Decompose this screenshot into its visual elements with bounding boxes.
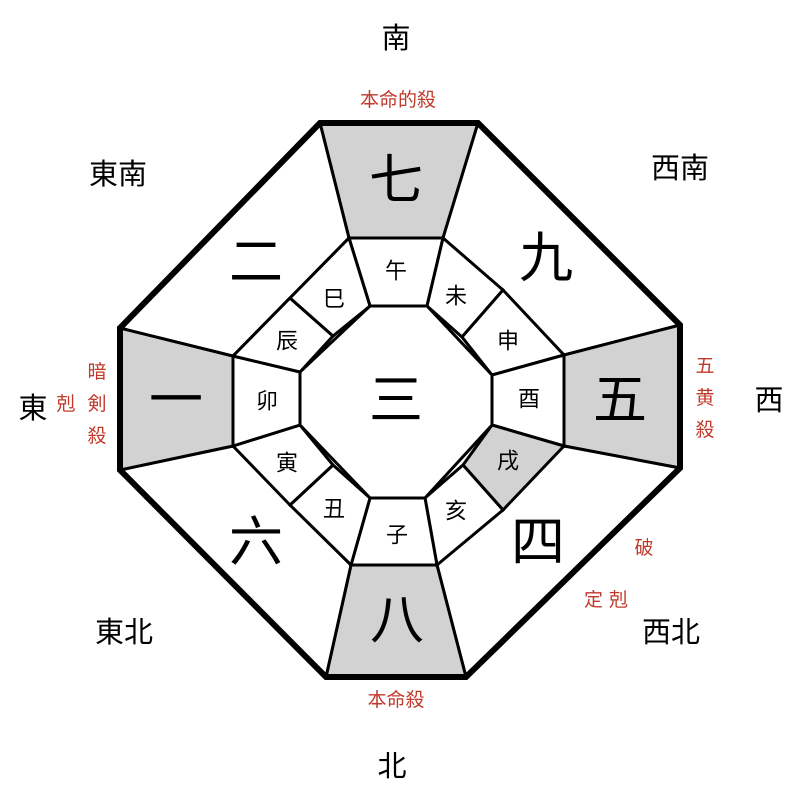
zodiac-saru: 申 — [497, 330, 519, 355]
annotation-west-3: 殺 — [695, 419, 714, 441]
zodiac-mi: 巳 — [323, 288, 345, 313]
zodiac-ring — [230, 235, 567, 568]
star-northeast: 六 — [229, 511, 283, 574]
zodiac-tora: 寅 — [276, 452, 298, 477]
star-northwest: 四 — [511, 511, 565, 574]
center-octagon — [298, 304, 494, 500]
zodiac-ne: 子 — [386, 524, 408, 549]
star-west: 五 — [593, 369, 647, 432]
annotation-east-2: 剣 — [87, 393, 106, 415]
zodiac-i: 亥 — [445, 500, 467, 525]
direction-southwest: 西南 — [651, 151, 709, 185]
annotation-northwest-1: 破 — [634, 537, 653, 559]
direction-south: 南 — [381, 21, 410, 55]
annotation-east-1: 暗 — [87, 361, 106, 383]
star-southeast: 二 — [229, 231, 283, 294]
direction-east: 東 — [18, 391, 47, 425]
annotation-east-4: 剋 — [56, 393, 75, 415]
zodiac-u: 卯 — [256, 390, 278, 415]
annotation-north: 本命殺 — [367, 689, 424, 711]
direction-northeast: 東北 — [95, 615, 153, 649]
star-east: 一 — [149, 369, 203, 432]
annotation-west-2: 黄 — [695, 387, 714, 409]
zodiac-ushi: 丑 — [323, 498, 345, 523]
zodiac-inu: 戌 — [497, 450, 519, 475]
outer-octagon-border — [117, 120, 683, 680]
zodiac-hitsuji: 未 — [445, 285, 467, 310]
annotation-west-1: 五 — [695, 355, 714, 377]
annotation-northwest-2: 定 剋 — [584, 589, 628, 611]
zodiac-tori: 酉 — [518, 388, 540, 413]
direction-west: 西 — [754, 383, 783, 417]
star-center: 三 — [369, 369, 423, 432]
annotation-east-3: 殺 — [87, 425, 106, 447]
star-south: 七 — [369, 149, 423, 212]
zodiac-tatsu: 辰 — [276, 330, 298, 355]
star-north: 八 — [370, 589, 424, 652]
annotation-south: 本命的殺 — [360, 89, 436, 111]
direction-northwest: 西北 — [642, 615, 700, 649]
direction-north: 北 — [377, 749, 406, 783]
star-southwest: 九 — [519, 227, 573, 290]
zodiac-uma: 午 — [385, 260, 407, 285]
direction-southeast: 東南 — [89, 157, 147, 191]
